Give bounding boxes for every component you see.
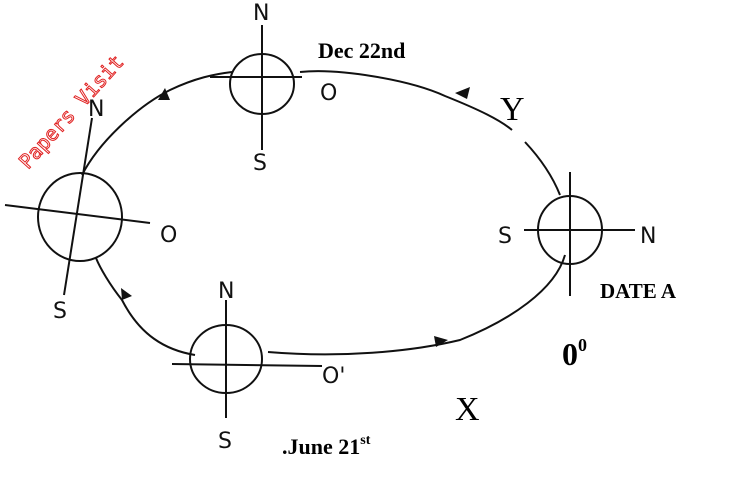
earth-left bbox=[4, 117, 151, 296]
earth-bottom bbox=[171, 300, 323, 418]
watermark: Papers Visit bbox=[14, 50, 129, 173]
earth-left-south: S bbox=[53, 299, 67, 324]
earth-top-o: O bbox=[320, 81, 337, 106]
earth-left-north: N bbox=[88, 97, 104, 122]
label-june-21st: .June 21st bbox=[282, 433, 371, 459]
june-base: .June 21 bbox=[282, 434, 360, 459]
earth-bottom-south: S bbox=[218, 429, 232, 454]
arrow-top-right bbox=[455, 87, 470, 99]
earth-top bbox=[210, 25, 302, 150]
zero-sup: 0 bbox=[578, 335, 587, 355]
label-x: X bbox=[455, 391, 480, 428]
label-zero-degrees: 00 bbox=[562, 335, 587, 372]
earth-right bbox=[524, 172, 635, 296]
earth-bottom-north: N bbox=[218, 279, 234, 304]
june-sup: st bbox=[360, 433, 370, 448]
zero-base: 0 bbox=[562, 336, 578, 372]
earth-right-south: S bbox=[498, 224, 512, 249]
earth-right-north: N bbox=[640, 224, 656, 249]
earth-bottom-o: O' bbox=[322, 364, 345, 389]
label-dec-22nd: Dec 22nd bbox=[318, 38, 405, 63]
arrow-left bbox=[121, 288, 132, 300]
orbit-arrows bbox=[121, 87, 470, 347]
arrow-top-left bbox=[158, 88, 170, 100]
arrow-bottom bbox=[434, 336, 448, 347]
earth-top-south: S bbox=[253, 151, 267, 176]
earth-left-o: O bbox=[160, 223, 177, 248]
orbit-path bbox=[81, 70, 566, 356]
label-date-a: DATE A bbox=[600, 279, 677, 303]
earth-top-north: N bbox=[253, 1, 269, 26]
label-y: Y bbox=[500, 91, 525, 128]
